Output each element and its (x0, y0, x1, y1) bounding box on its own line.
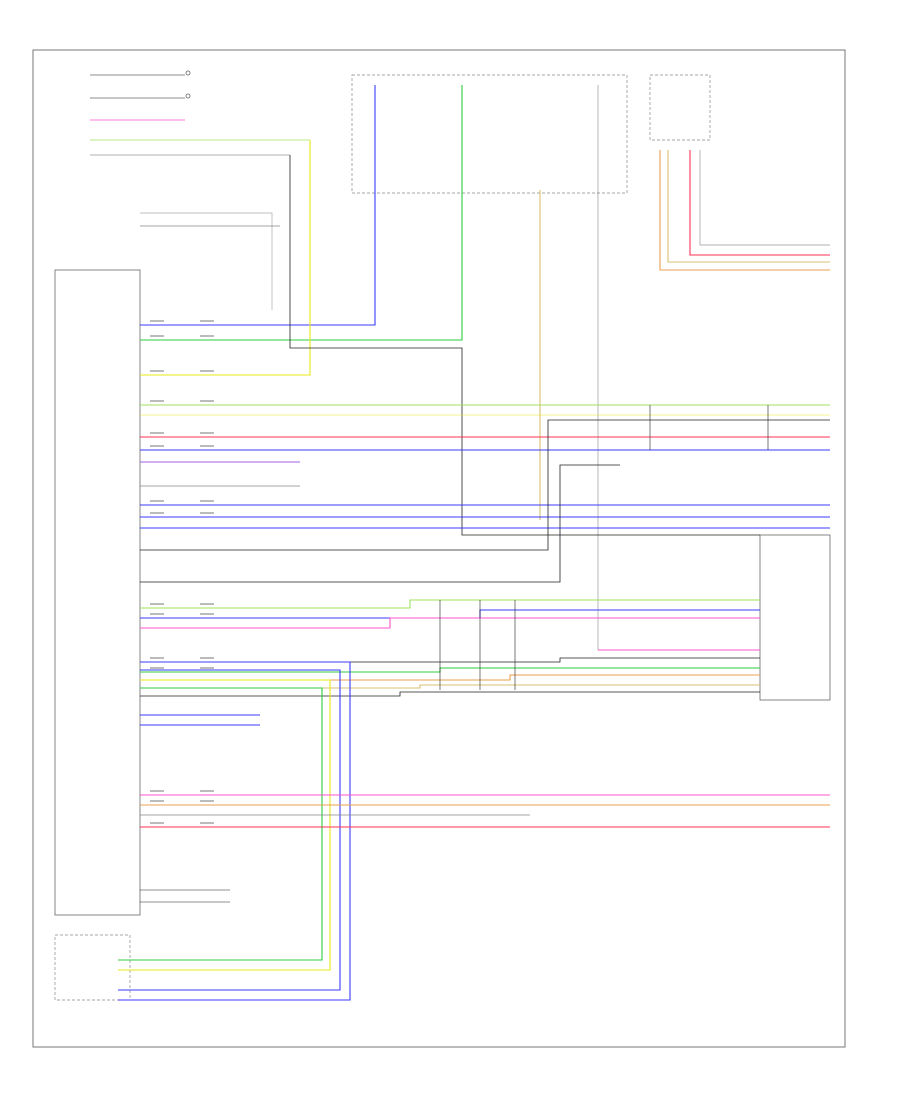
wire-tag-22 (150, 667, 164, 669)
wire-blue-mid (140, 609, 760, 619)
wire-black-right2 (140, 691, 760, 697)
wire-tag-27 (200, 800, 214, 802)
bottom-module-box (54, 934, 131, 1001)
wire-black-right (140, 657, 760, 663)
wire-tag-0 (150, 320, 164, 322)
fuse-box-right (649, 74, 711, 141)
audio-module-box (54, 269, 141, 916)
fuse-box-left (351, 74, 628, 194)
wire-gray-right4 (699, 150, 830, 246)
wire-tag-15 (200, 512, 214, 514)
wire-tag-21 (200, 657, 214, 659)
wire-tag-20 (150, 657, 164, 659)
wire-tag-24 (150, 790, 164, 792)
wire-tag-26 (150, 800, 164, 802)
wire-tag-5 (200, 370, 214, 372)
wire-tag-29 (200, 822, 214, 824)
top-left-switches (90, 70, 310, 156)
wire-tag-11 (200, 445, 214, 447)
wire-tag-23 (200, 667, 214, 669)
wire-tag-7 (200, 400, 214, 402)
wire-ltgreen-mid (140, 599, 760, 609)
wire-yellow-left (140, 140, 311, 376)
wire-tag-6 (150, 400, 164, 402)
wire-black-loop2 (140, 464, 620, 583)
wire-gray-switch (140, 212, 273, 310)
wire-tag-19 (200, 613, 214, 615)
wire-tag-12 (150, 500, 164, 502)
wire-blue-fuse1 (140, 85, 376, 326)
wire-orange-right (140, 674, 760, 681)
wire-tag-18 (150, 613, 164, 615)
wire-group (118, 85, 830, 1001)
wire-green-steering (118, 687, 323, 961)
wire-tag-13 (200, 500, 214, 502)
wire-red-right3 (689, 150, 830, 256)
wire-tag-3 (200, 335, 214, 337)
wire-black-harness (289, 155, 760, 536)
right-module-box (759, 534, 831, 701)
wire-tag-4 (150, 370, 164, 372)
wire-tag-8 (150, 432, 164, 434)
wire-blue-steering2 (118, 669, 341, 991)
wire-black-loop (140, 419, 830, 551)
wire-orange-right1 (659, 150, 830, 271)
wire-tag-9 (200, 432, 214, 434)
wire-green-fuse2 (140, 85, 463, 341)
diagram-frame (32, 49, 846, 1048)
wire-tag-10 (150, 445, 164, 447)
wire-tag-2 (150, 335, 164, 337)
wire-tag-17 (200, 603, 214, 605)
wire-tag-14 (150, 512, 164, 514)
wire-tag-28 (150, 822, 164, 824)
wire-blue-steering (118, 661, 351, 1001)
wire-tan-right2 (667, 150, 830, 263)
wire-pink-mid (140, 617, 760, 629)
wire-tag-1 (200, 320, 214, 322)
wire-label-group (150, 320, 214, 824)
wire-tag-16 (150, 603, 164, 605)
wire-tag-25 (200, 790, 214, 792)
wire-yellow-steering (118, 679, 331, 971)
